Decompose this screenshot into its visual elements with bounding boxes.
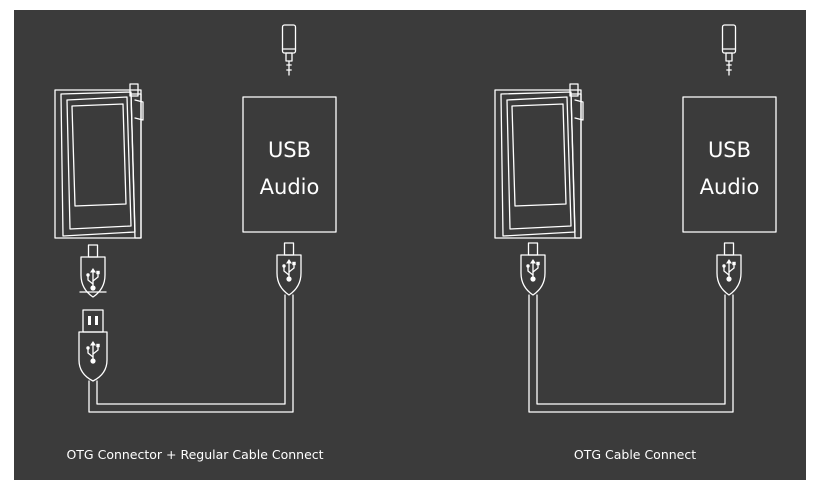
left-usb-a-plug-icon <box>78 309 108 382</box>
right-usb-audio-box: USB Audio <box>682 96 777 233</box>
left-otg-connector-icon <box>79 244 107 298</box>
right-player-device-icon <box>494 83 584 239</box>
right-headphone-jack-icon <box>721 24 737 76</box>
left-usb-audio-label-line2: Audio <box>260 175 320 199</box>
left-usb-audio-box: USB Audio <box>242 96 337 233</box>
right-device-plug-icon <box>520 242 546 296</box>
diagram-panel <box>14 10 806 480</box>
right-otg-cable <box>528 294 734 413</box>
left-usb-audio-label-line1: USB <box>268 138 311 162</box>
left-cable <box>88 294 294 413</box>
left-headphone-jack-icon <box>281 24 297 76</box>
right-setup: USB Audio <box>494 24 777 413</box>
left-setup: USB Audio <box>54 24 337 413</box>
right-usb-audio-label-line2: Audio <box>700 175 760 199</box>
left-player-device-icon <box>54 83 144 239</box>
left-micro-usb-plug-icon <box>276 242 302 296</box>
left-caption: OTG Connector + Regular Cable Connect <box>66 447 324 462</box>
right-audio-plug-icon <box>716 242 742 296</box>
right-caption: OTG Cable Connect <box>573 447 697 462</box>
right-usb-audio-label-line1: USB <box>708 138 751 162</box>
